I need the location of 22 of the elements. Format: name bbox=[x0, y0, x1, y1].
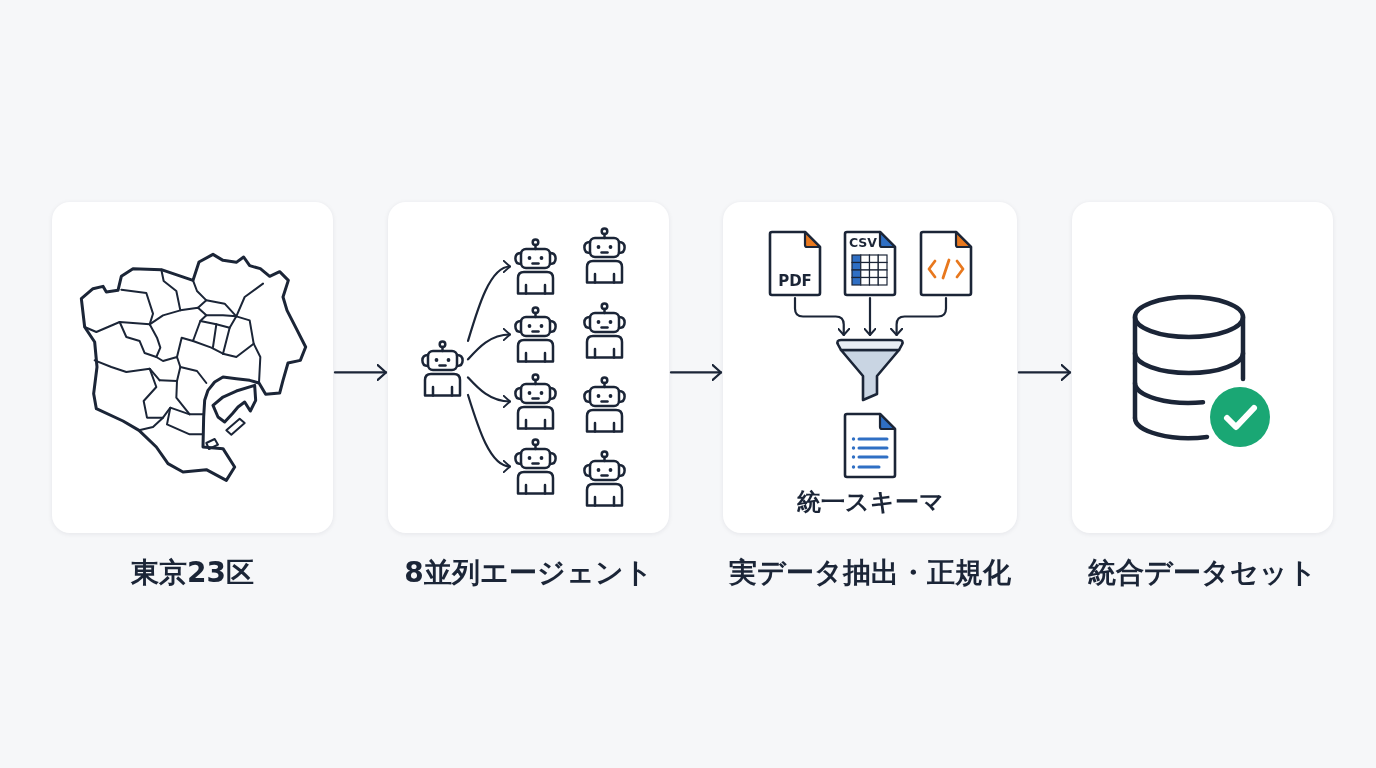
file-type-label: CSV bbox=[848, 235, 878, 250]
arrow bbox=[863, 296, 877, 337]
arrow bbox=[466, 376, 512, 408]
arrow bbox=[466, 393, 512, 473]
arrow bbox=[669, 363, 723, 382]
robot-icon bbox=[513, 438, 558, 495]
step-label: 東京23区 bbox=[131, 556, 254, 590]
arrow bbox=[466, 261, 512, 343]
icon-caption: 統一スキーマ bbox=[796, 488, 944, 517]
robot-icon bbox=[513, 306, 558, 363]
code-file-icon bbox=[919, 230, 973, 297]
step-label: 実データ抽出・正規化 bbox=[729, 556, 1011, 590]
file-type-label: PDF bbox=[778, 272, 812, 290]
arrow bbox=[466, 328, 512, 361]
step-label: 統合データセット bbox=[1088, 556, 1317, 590]
funnel-icon bbox=[835, 338, 905, 402]
robot-icon bbox=[513, 373, 558, 430]
robot-icon bbox=[420, 340, 465, 397]
arrow bbox=[333, 363, 388, 382]
robot-icon bbox=[513, 238, 558, 295]
step-label: 8並列エージェント bbox=[404, 556, 653, 590]
arrow bbox=[1017, 363, 1072, 382]
